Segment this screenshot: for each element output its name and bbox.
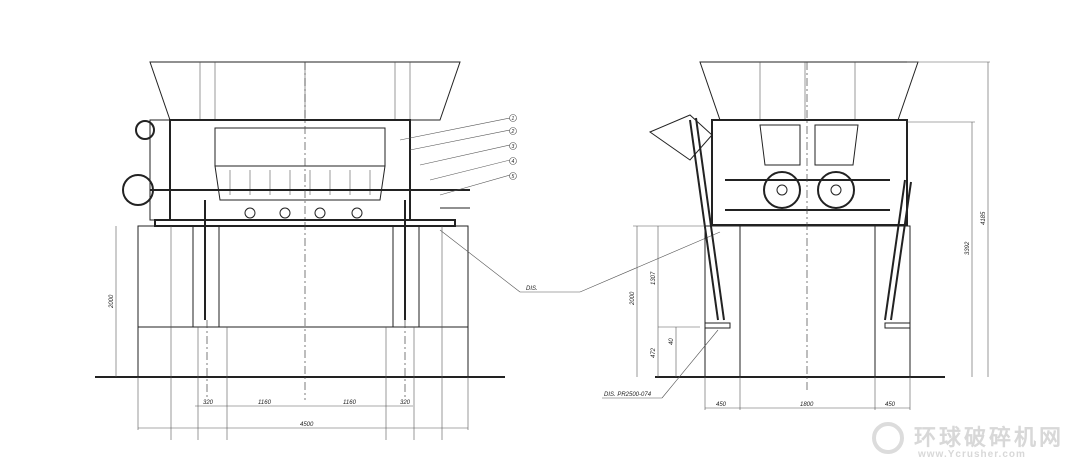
dim-bottom-4: 320 <box>400 400 411 406</box>
hopper <box>149 61 461 121</box>
flywheel <box>122 174 154 206</box>
callout-5: 5 <box>512 174 515 180</box>
dim-height: 2000 <box>109 294 115 309</box>
dim-bottom-3: 1160 <box>343 400 357 406</box>
hopper-side <box>699 61 919 121</box>
right-plinth <box>874 225 911 378</box>
watermark-logo-icon <box>872 422 904 454</box>
crusher-body-side <box>711 119 908 226</box>
inspection-door <box>214 127 386 167</box>
dim-side-450-left: 450 <box>716 402 727 408</box>
dim-side-1307: 1307 <box>651 271 657 285</box>
watermark-title: 环球破碎机网 <box>914 425 1065 450</box>
foundation <box>137 225 469 378</box>
callout-4: 4 <box>512 159 515 165</box>
dim-bottom-1: 320 <box>203 400 214 406</box>
rotor-right <box>817 171 855 209</box>
dis-label: DIS. <box>526 286 538 292</box>
dim-bottom-2: 1160 <box>258 400 272 406</box>
dim-side-2000: 2000 <box>630 291 636 306</box>
callout-2: 2 <box>511 129 515 135</box>
watermark-url: www.Ycrusher.com <box>918 449 1026 460</box>
right-hydraulic-strut <box>884 179 906 321</box>
left-hydraulic-strut <box>689 119 719 321</box>
left-plinth <box>704 225 741 378</box>
dim-total: 4500 <box>300 422 314 428</box>
callout-3: 3 <box>512 144 515 150</box>
motor-top <box>135 120 155 140</box>
dim-side-4185: 4185 <box>981 211 987 225</box>
front-view: 1 2 3 4 5 DIS. 2000 320 1160 1160 320 45… <box>95 61 721 440</box>
rotor-left <box>763 171 801 209</box>
callout-1: 1 <box>512 116 515 122</box>
side-view: 2000 1307 472 40 3392 4185 450 1800 450 … <box>602 61 990 410</box>
watermark: 环球破碎机网 www.Ycrusher.com <box>868 418 1068 464</box>
dim-side-450-right: 450 <box>885 402 896 408</box>
dim-side-472: 472 <box>651 347 657 358</box>
dim-side-1800: 1800 <box>800 402 814 408</box>
dis-pr-label: DIS. PR2500-074 <box>604 392 652 398</box>
dim-side-40: 40 <box>669 338 675 345</box>
callout-markers: 1 2 3 4 5 <box>509 114 517 180</box>
left-arm <box>648 114 713 161</box>
dim-side-3392: 3392 <box>965 241 971 255</box>
center-block <box>739 225 876 378</box>
